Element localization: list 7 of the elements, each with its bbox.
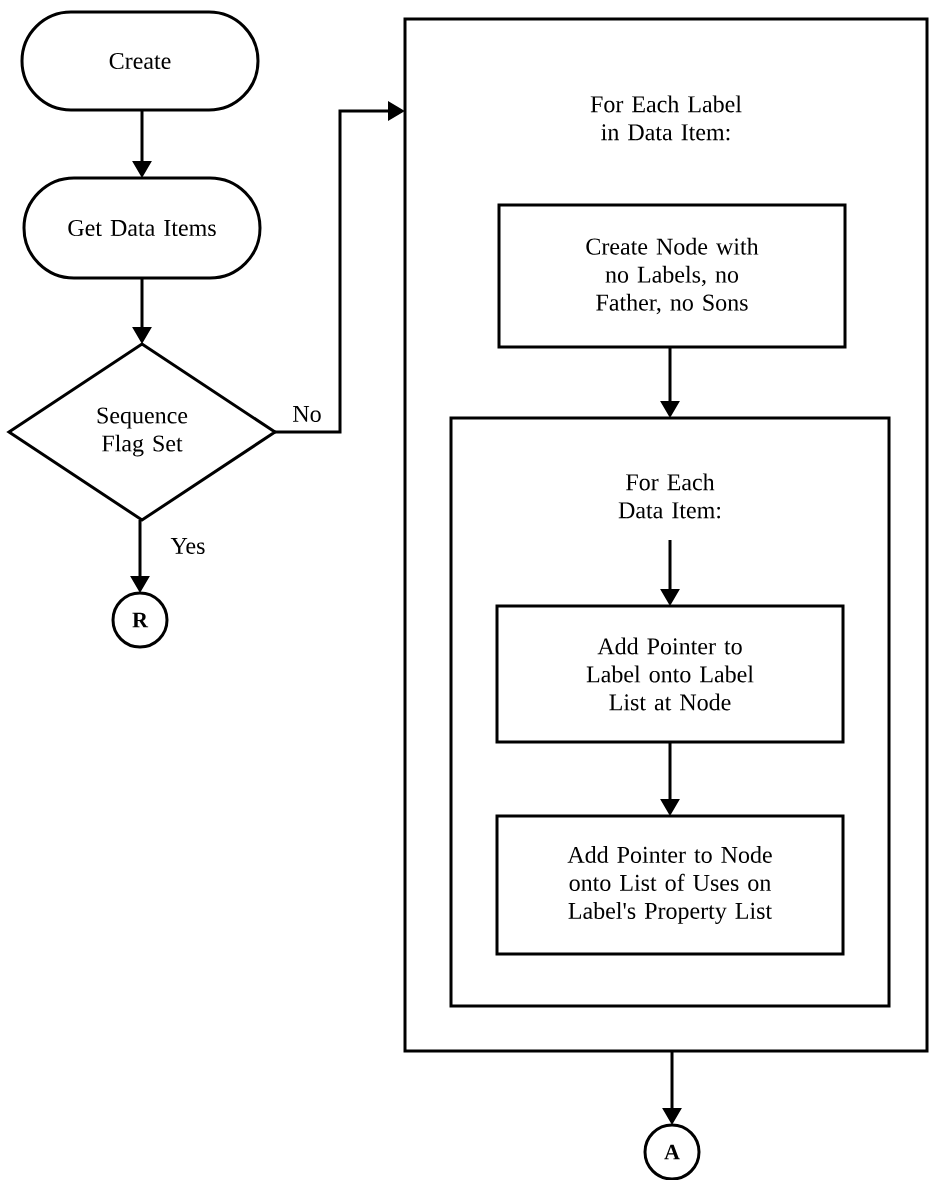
edge-label: No: [291, 405, 323, 423]
terminal-box: Get Data Items: [22, 176, 262, 280]
terminal-box: Create: [20, 10, 260, 112]
edge-label: Yes: [169, 537, 207, 555]
process-box: Add Pointer to Label onto Label List at Node: [495, 604, 845, 744]
process-box: Create Node with no Labels, no Father, no Sons: [497, 203, 847, 349]
process-box: Add Pointer to Node onto List of Uses on Label's Property List: [495, 814, 845, 956]
